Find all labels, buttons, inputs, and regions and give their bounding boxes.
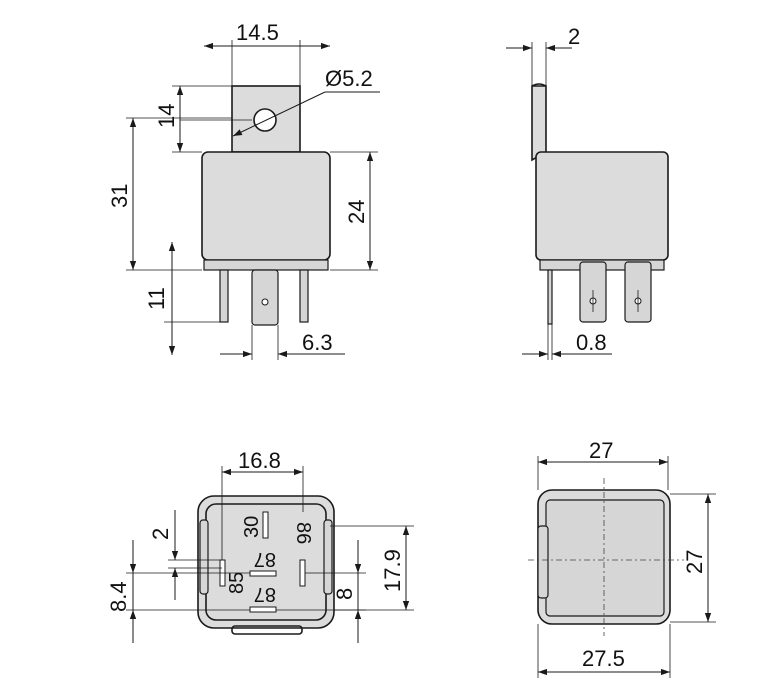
dim-hole-diameter: Ø5.2 — [325, 66, 373, 91]
pin-87-center-section — [249, 570, 277, 577]
pin-label-87-center: 87 — [254, 548, 276, 570]
top-side-tab — [537, 525, 549, 599]
pin-label-87-bottom: 87 — [254, 583, 276, 605]
side-view: 2 0.8 — [506, 24, 669, 360]
relay-base-front — [203, 259, 329, 271]
dim-spacing-right-outer: 17.9 — [380, 549, 405, 592]
pin-86-section — [299, 559, 306, 587]
side-tab-left — [199, 519, 209, 595]
top-view: 27 27 27.5 — [528, 438, 716, 678]
pin-30-section — [262, 511, 269, 539]
side-bracket — [531, 85, 547, 162]
dim-pin-length: 11 — [144, 287, 169, 310]
dim-width-bottom: 27.5 — [582, 646, 625, 671]
dim-overall-height: 31 — [107, 184, 132, 208]
pin-hole-front — [261, 298, 269, 306]
dim-body-height: 24 — [344, 200, 369, 224]
bottom-view: 30 86 87 85 87 16.8 2 8.4 8 17.9 — [106, 448, 414, 643]
dim-pin-thickness: 0.8 — [576, 330, 607, 355]
dim-spacing-left: 8.4 — [106, 581, 131, 612]
side-tab-right — [323, 519, 333, 595]
pin-center-front — [251, 269, 279, 326]
dim-offset-small: 2 — [148, 528, 173, 540]
dim-bracket-height: 14 — [154, 104, 179, 128]
dim-spacing-right-inner: 8 — [332, 588, 357, 600]
dim-width-top: 27 — [589, 438, 613, 463]
dim-bracket-width: 14.5 — [236, 20, 279, 45]
dim-pin-spacing-top: 16.8 — [238, 448, 281, 473]
dim-height: 27 — [682, 550, 707, 574]
dim-pin-width: 6.3 — [302, 330, 333, 355]
front-view: 14.5 Ø5.2 14 31 24 11 6.3 — [107, 20, 380, 360]
relay-body-side — [535, 151, 669, 261]
pin-87-bottom-section — [249, 606, 277, 613]
pin-label-30: 30 — [241, 516, 263, 538]
pin-label-85: 85 — [226, 572, 248, 594]
relay-body-front — [201, 151, 331, 261]
pin-label-86: 86 — [292, 522, 314, 544]
mounting-hole — [253, 108, 277, 132]
hole-leader — [232, 91, 326, 137]
relay-top-inner — [545, 499, 665, 617]
pin-right-front — [299, 269, 309, 323]
relay-bottom-outline — [197, 495, 335, 629]
pin-thin-side — [547, 269, 553, 325]
dim-bracket-thickness: 2 — [568, 24, 580, 49]
pin-left-front — [219, 269, 229, 323]
